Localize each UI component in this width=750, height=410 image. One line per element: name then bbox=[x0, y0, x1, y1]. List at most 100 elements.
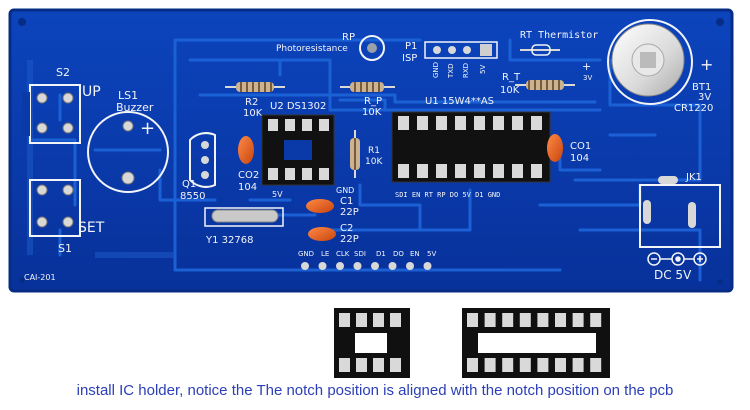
label-p1: P1 bbox=[405, 41, 417, 52]
socket-pin bbox=[474, 116, 485, 130]
label-rt-thermistor: RT Thermistor bbox=[520, 30, 598, 41]
label-bt1-plus-left: + bbox=[582, 60, 591, 73]
header-pad bbox=[388, 262, 397, 270]
socket-u2 bbox=[261, 114, 335, 186]
svg-text:EN: EN bbox=[410, 250, 420, 258]
label-rp: RP bbox=[342, 32, 355, 43]
header-pad bbox=[301, 262, 309, 270]
socket-pin bbox=[572, 313, 584, 327]
socket-pin bbox=[455, 164, 466, 178]
socket-pin bbox=[502, 358, 514, 372]
socket-pin bbox=[512, 116, 523, 130]
svg-text:DO: DO bbox=[393, 250, 404, 258]
svg-text:5V: 5V bbox=[479, 65, 487, 74]
capacitor-co2 bbox=[238, 136, 254, 164]
transistor-q1 bbox=[189, 132, 216, 188]
label-c2: C2 bbox=[340, 223, 353, 234]
socket-pin bbox=[531, 164, 542, 178]
header-pad bbox=[423, 262, 432, 270]
socket-pin bbox=[537, 313, 549, 327]
label-u2-gnd: GND bbox=[336, 186, 354, 195]
label-s1: S1 bbox=[58, 242, 72, 255]
resistor-r1 bbox=[350, 130, 360, 178]
resistor-rp bbox=[340, 82, 395, 92]
label-u2: U2 DS1302 bbox=[270, 101, 326, 112]
glare bbox=[0, 296, 304, 372]
label-s2: S2 bbox=[56, 66, 70, 79]
label-u1-pins: SDI EN RT RP DO 5V D1 GND bbox=[395, 191, 500, 199]
svg-text:RXD: RXD bbox=[462, 63, 470, 78]
label-bt1: BT1 bbox=[692, 82, 711, 93]
socket-pin bbox=[398, 116, 409, 130]
socket-pin bbox=[417, 164, 428, 178]
svg-text:LE: LE bbox=[321, 250, 329, 258]
resistor-rt bbox=[515, 80, 575, 90]
label-board-id: CAI-201 bbox=[24, 273, 56, 282]
socket-u1 bbox=[391, 111, 551, 183]
svg-text:CLK: CLK bbox=[336, 250, 350, 258]
bottom-header-labels: GND LE CLK SDI D1 DO EN 5V bbox=[298, 250, 436, 258]
label-co2: CO2 bbox=[238, 170, 259, 181]
label-co1: CO1 bbox=[570, 141, 591, 152]
socket-pin bbox=[474, 164, 485, 178]
svg-text:GND: GND bbox=[298, 250, 314, 258]
label-q1-val: 8550 bbox=[180, 191, 205, 202]
resistor-r2 bbox=[225, 82, 285, 92]
label-c2-val: 22P bbox=[340, 234, 359, 245]
socket-pin bbox=[519, 313, 531, 327]
label-buzzer: Buzzer bbox=[116, 101, 154, 114]
svg-text:GND: GND bbox=[432, 62, 440, 78]
socket-pin bbox=[555, 358, 566, 372]
socket-pin bbox=[512, 164, 523, 178]
switch-s1 bbox=[29, 179, 81, 237]
svg-text:D1: D1 bbox=[376, 250, 386, 258]
label-up: UP bbox=[82, 84, 101, 100]
socket-pin bbox=[572, 358, 584, 372]
capacitor-c2 bbox=[308, 227, 336, 241]
header-pad bbox=[336, 262, 344, 270]
socket-pin bbox=[398, 164, 409, 178]
socket-pin bbox=[590, 358, 602, 372]
label-r2-val: 10K bbox=[243, 108, 263, 119]
socket-pin bbox=[484, 358, 496, 372]
label-co2-val: 104 bbox=[238, 182, 257, 193]
socket-pin bbox=[555, 313, 566, 327]
header-pad bbox=[371, 262, 379, 270]
socket-pin bbox=[493, 116, 504, 130]
isp-header bbox=[424, 41, 498, 59]
switch-s2 bbox=[22, 84, 81, 144]
dc-polarity-icon bbox=[647, 252, 707, 266]
label-r-p-val: 10K bbox=[362, 107, 382, 118]
buzzer-footprint bbox=[87, 111, 169, 193]
label-u2-5v: 5V bbox=[272, 190, 283, 199]
label-q1: Q1 bbox=[182, 179, 196, 190]
label-c1: C1 bbox=[340, 196, 353, 207]
thermistor bbox=[520, 44, 560, 56]
dc-jack-footprint bbox=[639, 176, 721, 248]
photoresistor bbox=[359, 35, 385, 61]
socket-pin bbox=[467, 313, 478, 327]
label-r-p: R_P bbox=[364, 96, 382, 107]
label-u1: U1 15W4**AS bbox=[425, 96, 494, 107]
socket-pin bbox=[502, 313, 514, 327]
socket-pin bbox=[436, 164, 447, 178]
label-bt1-type: CR1220 bbox=[674, 103, 713, 114]
label-y1: Y1 32768 bbox=[205, 235, 253, 246]
label-r-t: R_T bbox=[502, 72, 521, 83]
socket-pin bbox=[436, 116, 447, 130]
header-pad bbox=[353, 262, 362, 270]
svg-text:5V: 5V bbox=[427, 250, 436, 258]
label-ls1: LS1 bbox=[118, 89, 138, 102]
socket-pin bbox=[590, 313, 602, 327]
header-pad bbox=[406, 262, 414, 270]
ic-socket-16pin bbox=[462, 308, 610, 378]
socket-pin bbox=[484, 313, 496, 327]
socket-pin bbox=[417, 116, 428, 130]
label-r2: R2 bbox=[245, 97, 258, 108]
label-co1-val: 104 bbox=[570, 153, 589, 164]
label-dc: DC 5V bbox=[654, 268, 692, 282]
socket-pin bbox=[531, 116, 542, 130]
socket-pin bbox=[455, 116, 466, 130]
label-bt1-v: 3V bbox=[698, 92, 711, 103]
